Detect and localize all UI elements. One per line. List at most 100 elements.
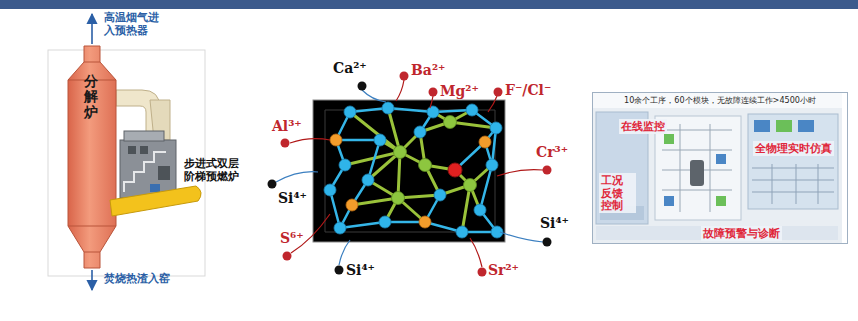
crystal-structure-part-part	[339, 159, 351, 171]
crystal-structure-part-part	[444, 116, 457, 129]
ion-label-slot: Sr²⁺	[488, 262, 519, 279]
ion-dot-part	[494, 88, 503, 97]
ion-label: Si⁴⁺	[346, 262, 375, 279]
crystal-structure-part	[330, 134, 491, 228]
scada-screenshot-part	[776, 120, 792, 132]
scada-screenshot-part	[798, 120, 814, 132]
leader-lines-part	[290, 139, 330, 143]
ion-dot-part	[429, 88, 438, 97]
leader-lines-part	[470, 238, 482, 267]
equipment-label: 步进式双层阶梯预燃炉	[184, 158, 242, 183]
equipment-label-slot: 步进式双层阶梯预燃炉	[184, 158, 242, 183]
crystal-structure-part-part	[479, 136, 491, 148]
ion-label: Si⁴⁺	[540, 215, 569, 232]
feature-tag-text: 工况反馈控制	[601, 174, 634, 212]
ion-label: Cr³⁺	[536, 144, 568, 161]
ion-label: S⁶⁺	[280, 230, 304, 247]
ion-label: Si⁴⁺	[278, 190, 307, 207]
calciner-illustration-part	[91, 270, 93, 290]
crystal-structure-part-part	[362, 174, 374, 186]
calciner-label: 分解炉	[84, 74, 98, 120]
calciner-illustration-part	[91, 14, 93, 44]
leader-lines-part	[276, 172, 318, 182]
crystal-structure-part-part	[346, 199, 358, 211]
feature-tag: 工况反馈控制	[599, 173, 636, 213]
ion-label: Ba²⁺	[411, 62, 445, 79]
ion-label-slot: Ba²⁺	[411, 62, 445, 79]
ion-label-slot: Mg²⁺	[440, 83, 479, 100]
ion-dot-part	[358, 82, 367, 91]
calciner-illustration-part	[158, 166, 170, 180]
scada-screenshot-part	[748, 114, 838, 209]
crystal-structure-part-part	[344, 106, 356, 118]
crystal-structure-part-part	[330, 134, 342, 146]
leader-lines-part	[488, 96, 497, 112]
crystal-structure-part-part	[374, 134, 386, 146]
leader-lines-part	[500, 232, 543, 242]
crystal-structure-part-part	[414, 126, 426, 138]
ion-label-slot: Ca²⁺	[333, 60, 367, 77]
ion-label: Ca²⁺	[333, 60, 367, 77]
calciner-illustration-part	[120, 140, 176, 198]
crystal-structure-part	[392, 116, 477, 205]
crystal-structure-part	[330, 108, 497, 232]
scada-screenshot-part	[655, 116, 741, 220]
calciner-illustration-part	[150, 184, 160, 192]
ion-dot-part	[268, 180, 277, 189]
flow-note: 焚烧热渣入窑	[104, 273, 170, 286]
crystal-structure-part-part	[486, 159, 498, 171]
calciner-illustration-part	[68, 46, 116, 268]
scada-screenshot-part	[662, 124, 732, 212]
ion-label: F⁻/Cl⁻	[505, 82, 551, 99]
feature-tag-text: 在线监控	[621, 120, 665, 133]
scada-screenshot	[592, 92, 842, 244]
scada-panel-text: 10余个工序，60个模块，无故障连续工作>4500小时	[593, 93, 847, 106]
ion-label-slot: Si⁴⁺	[346, 262, 375, 279]
ion-label-slot: Cr³⁺	[536, 144, 568, 161]
scada-screenshot-part	[664, 134, 674, 144]
ion-label: Mg²⁺	[440, 83, 479, 100]
scada-screenshot-part	[754, 120, 770, 132]
crystal-structure-part-part	[419, 216, 431, 228]
flow-note: 高温烟气进入预热器	[104, 12, 162, 37]
calciner-illustration-part	[128, 146, 136, 154]
leader-lines-part	[396, 80, 404, 101]
flow-note-slot: 焚烧热渣入窑	[104, 273, 170, 286]
ion-dot	[268, 72, 552, 277]
crystal-structure-part-part	[419, 159, 432, 172]
crystal-structure-part-part	[392, 192, 405, 205]
feature-tag-text: 全物理实时仿真	[755, 142, 832, 155]
crystal-structure-part-part	[394, 146, 407, 159]
crystal-structure-part-part	[490, 122, 502, 134]
ion-dot-part	[281, 139, 290, 148]
ion-label-slot: F⁻/Cl⁻	[505, 82, 551, 99]
calciner-illustration-part	[110, 186, 201, 216]
header-bar	[0, 0, 858, 9]
feature-tag: 全物理实时仿真	[753, 141, 834, 156]
crystal-structure-part	[325, 110, 495, 232]
leader-lines-part	[497, 170, 543, 176]
leader-lines-part	[339, 240, 350, 265]
calciner-illustration	[48, 14, 205, 290]
calciner-illustration-part	[84, 252, 100, 253]
ion-dot-part	[283, 252, 292, 261]
ion-dot-part	[543, 166, 552, 175]
feature-tag: 故障预警与诊断	[701, 226, 782, 241]
calciner-illustration-part	[68, 226, 116, 227]
crystal-structure-part-part	[379, 216, 391, 228]
flow-note-slot: 高温烟气进入预热器	[104, 12, 162, 37]
crystal-structure-part-part	[324, 184, 336, 196]
crystal-structure-part	[448, 163, 462, 177]
ion-dot-part	[335, 266, 344, 275]
calciner-label-text: 分解炉	[84, 74, 98, 120]
leader-lines	[276, 80, 543, 267]
ion-dot-part	[543, 238, 552, 247]
crystal-structure	[313, 100, 505, 242]
scada-screenshot-part	[690, 160, 704, 186]
crystal-structure-part-part	[434, 189, 446, 201]
scada-screenshot-part	[716, 196, 726, 206]
ion-label-slot: Si⁴⁺	[540, 215, 569, 232]
ion-dot-part	[400, 72, 409, 81]
scada-screenshot-part	[596, 226, 838, 240]
